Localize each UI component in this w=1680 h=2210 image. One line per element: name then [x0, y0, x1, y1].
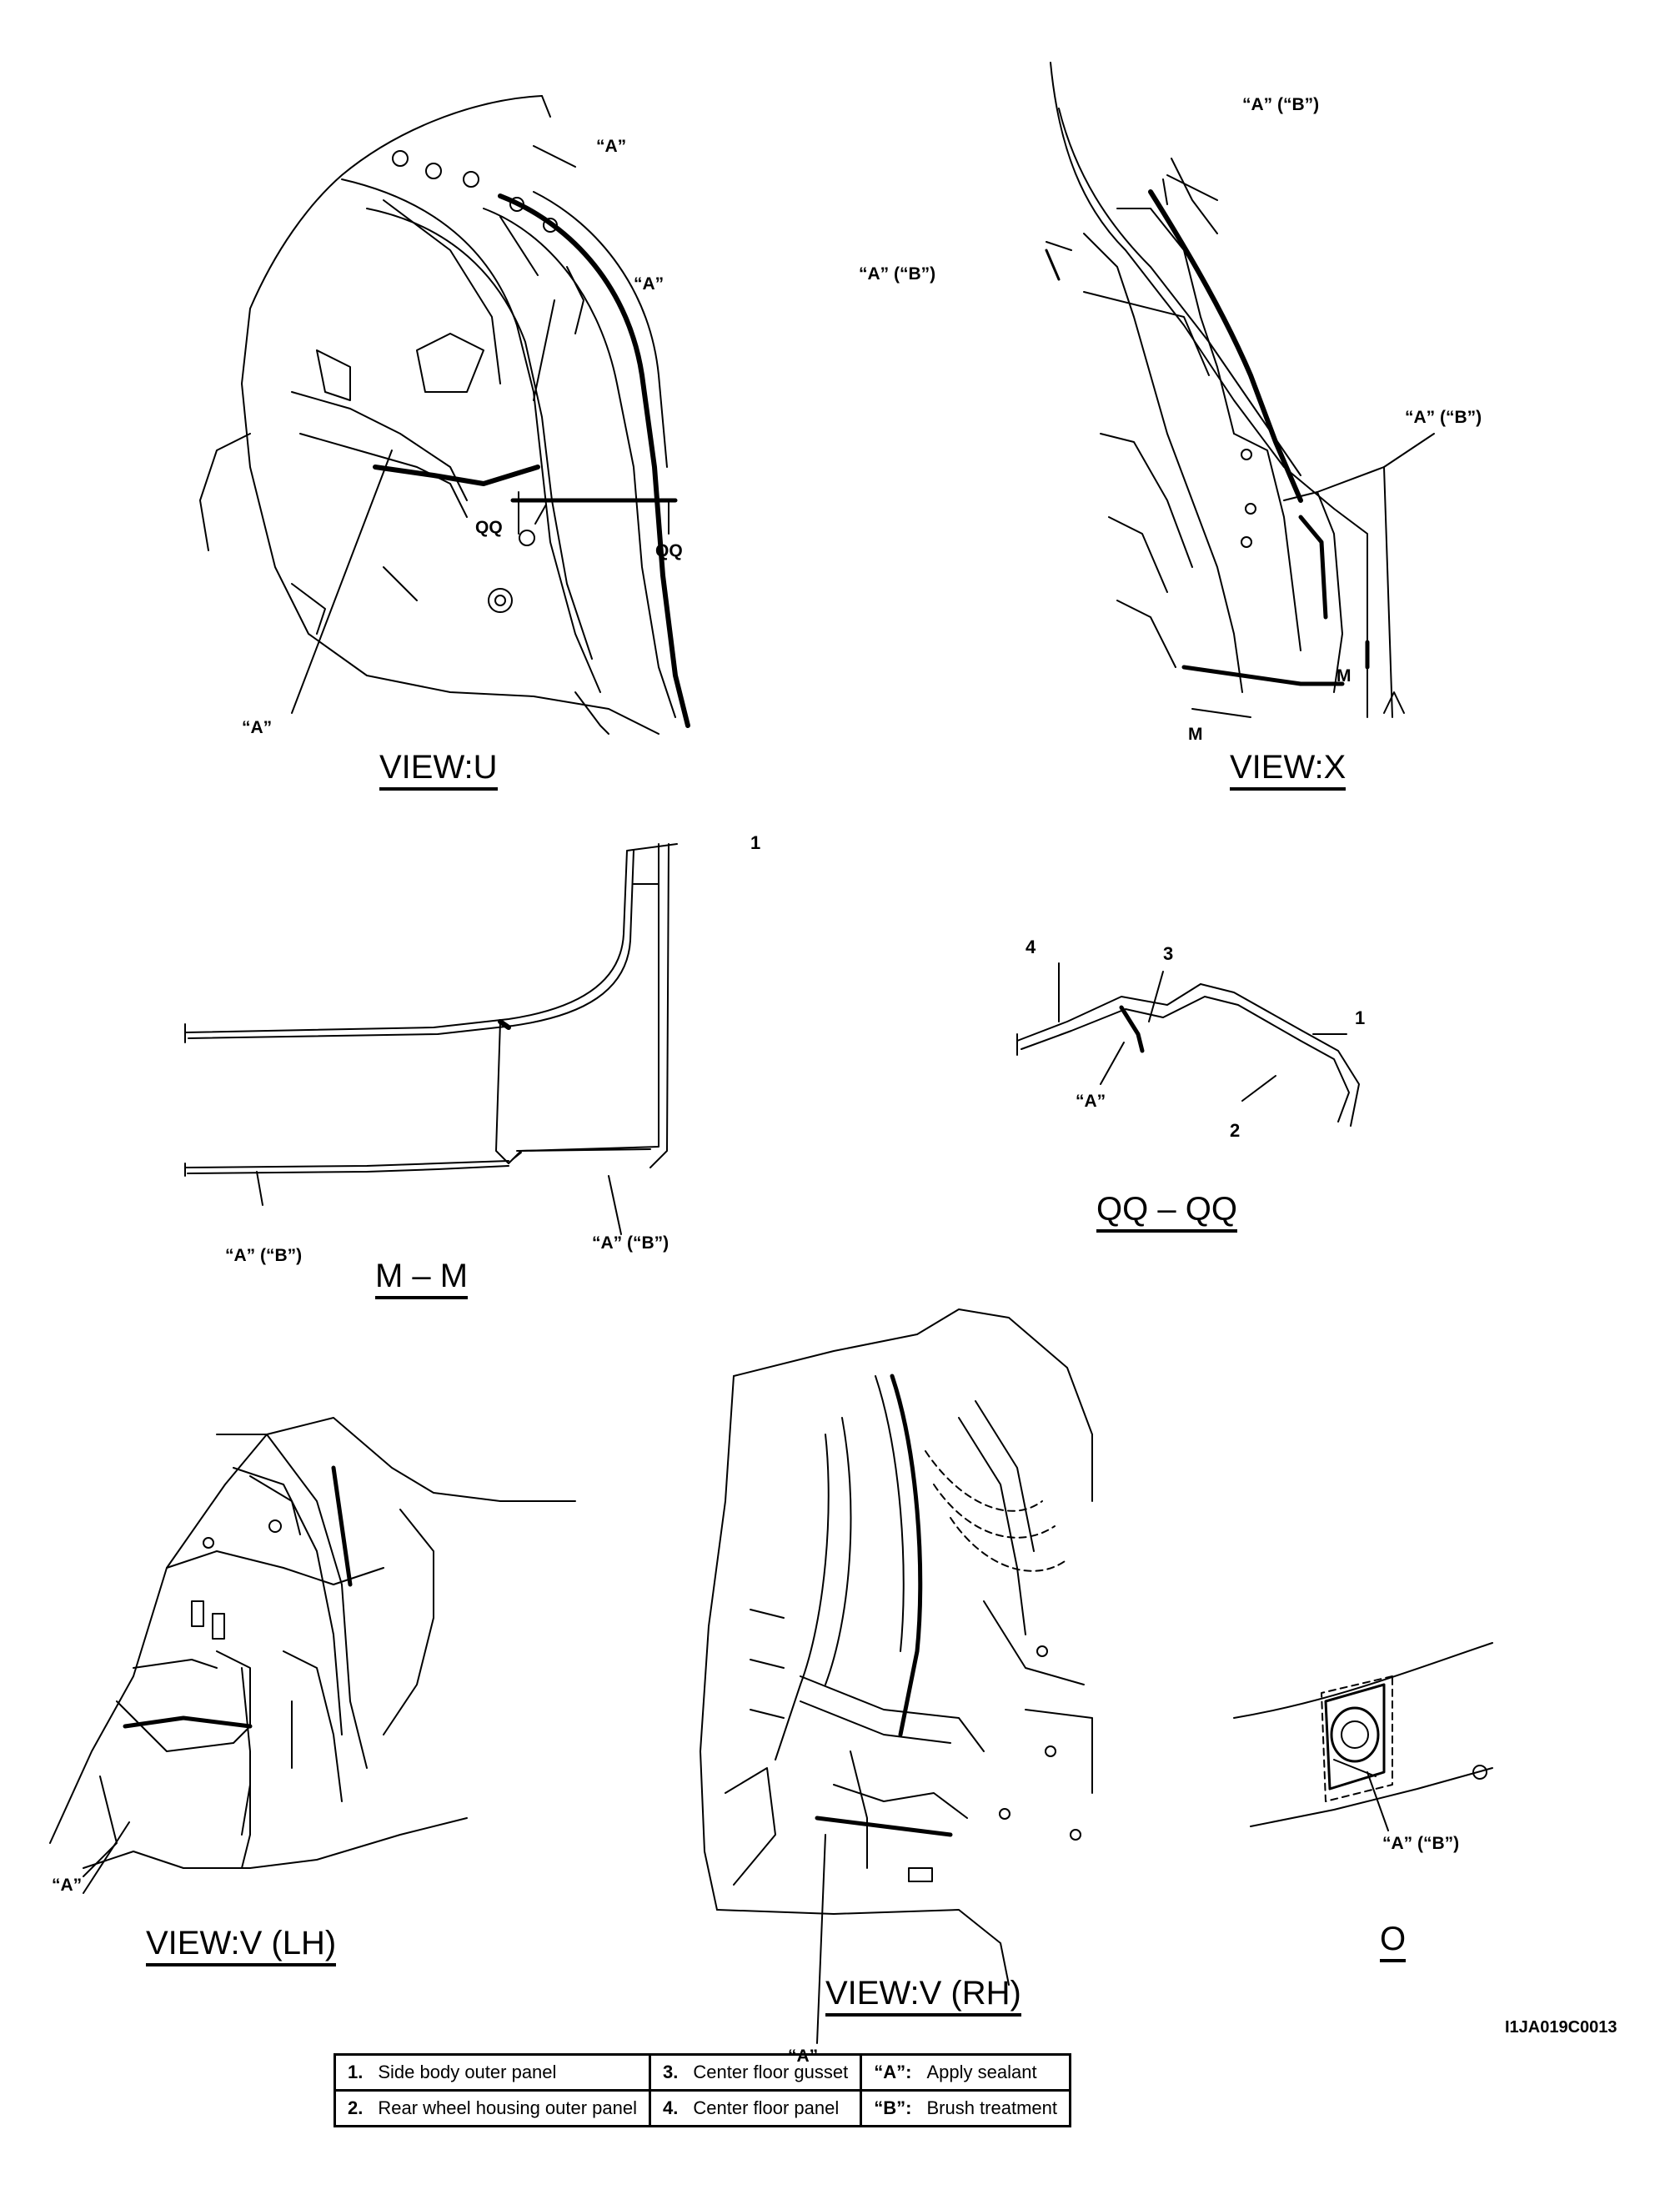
view-u-label-a-mid: “A”	[634, 274, 664, 294]
legend-row: 1. Side body outer panel 3. Center floor g…	[333, 2053, 1071, 2092]
legend-value: Apply sealant	[926, 2062, 1037, 2082]
legend-value: Brush treatment	[926, 2097, 1057, 2118]
view-x-drawing	[1045, 62, 1435, 718]
legend-key: 1.	[348, 2062, 364, 2082]
view-x-label-top: “A” (“B”)	[1242, 95, 1320, 114]
o-detail-drawing	[1233, 1642, 1493, 1831]
view-x-section-m-bottom: M	[1188, 725, 1203, 744]
m-m-label-left: “A” (“B”)	[225, 1246, 303, 1265]
legend-cell: 3. Center floor gusset	[649, 2053, 863, 2092]
legend-key: 4.	[663, 2097, 679, 2118]
legend-cell: 4. Center floor panel	[649, 2089, 863, 2127]
legend-key: “B”:	[874, 2097, 912, 2118]
qq-part-number-1: 1	[1355, 1007, 1366, 1028]
view-u-section-qq-left: QQ	[475, 518, 503, 537]
o-title: O	[1380, 1922, 1407, 1962]
legend-cell: “B”: Brush treatment	[860, 2089, 1071, 2127]
view-u-label-a-top: “A”	[596, 137, 627, 156]
view-v-lh-label-a: “A”	[52, 1876, 83, 1895]
view-x-label-left: “A” (“B”)	[859, 264, 936, 284]
m-m-section-drawing	[184, 843, 678, 1235]
m-m-part-number-1: 1	[750, 832, 761, 853]
legend-value: Side body outer panel	[378, 2062, 557, 2082]
legend-row: 2. Rear wheel housing outer panel 4. Cente…	[333, 2089, 1071, 2127]
view-v-rh-drawing	[700, 1308, 1093, 2044]
view-x-title: VIEW:X	[1230, 751, 1347, 791]
legend-key: 2.	[348, 2097, 364, 2118]
o-label-a-b: “A” (“B”)	[1382, 1834, 1460, 1853]
legend-cell: 2. Rear wheel housing outer panel	[333, 2089, 652, 2127]
m-m-title: M – M	[375, 1259, 469, 1299]
view-x-label-right: “A” (“B”)	[1405, 408, 1482, 427]
qq-part-number-2: 2	[1230, 1120, 1241, 1141]
view-u-title: VIEW:U	[379, 751, 498, 791]
legend-value: Center floor panel	[693, 2097, 840, 2118]
legend-table: 1. Side body outer panel 3. Center floor g…	[333, 2053, 1071, 2127]
legend-key: “A”:	[874, 2062, 912, 2082]
legend-cell: 1. Side body outer panel	[333, 2053, 652, 2092]
legend-key: 3.	[663, 2062, 679, 2082]
qq-label-a: “A”	[1076, 1092, 1106, 1111]
qq-part-number-4: 4	[1026, 937, 1036, 957]
view-v-rh-title: VIEW:V (RH)	[825, 1976, 1021, 2017]
view-v-lh-title: VIEW:V (LH)	[146, 1926, 337, 1966]
legend-value: Center floor gusset	[693, 2062, 849, 2082]
view-u-label-a-bottom: “A”	[242, 718, 273, 737]
qq-section-drawing	[1016, 962, 1360, 1127]
qq-title: QQ – QQ	[1096, 1193, 1237, 1233]
view-u-section-qq-right: QQ	[655, 541, 683, 560]
m-m-label-right: “A” (“B”)	[592, 1233, 669, 1253]
legend-cell: “A”: Apply sealant	[860, 2053, 1071, 2092]
view-u-drawing	[199, 95, 690, 735]
view-x-section-m-right: M	[1336, 666, 1352, 686]
figure-code: I1JA019C0013	[1505, 2018, 1617, 2037]
view-v-lh-drawing	[49, 1417, 576, 1894]
qq-part-number-3: 3	[1163, 943, 1174, 964]
legend-value: Rear wheel housing outer panel	[378, 2097, 638, 2118]
